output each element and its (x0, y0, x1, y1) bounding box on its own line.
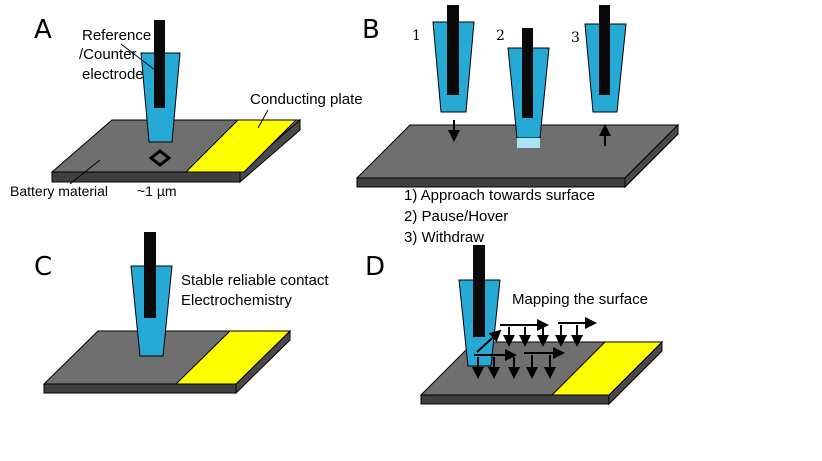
thickness-label: ~1 µm (137, 183, 177, 199)
scan-path-arrows (472, 317, 597, 379)
panel-a: A Reference /Counter electrode Conductin… (10, 15, 363, 199)
panel-c: C Stable reliable contact Electrochemist… (34, 232, 329, 395)
step-2: 2) Pause/Hover (404, 208, 508, 225)
pipette-d (458, 245, 501, 367)
conducting-pointer (257, 109, 269, 129)
conducting-plate-label: Conducting plate (250, 91, 363, 108)
conducting-strip-d (550, 341, 664, 396)
conducting-strip-c (174, 330, 292, 385)
panel-d-letter: D (365, 252, 385, 282)
battery-pointer (69, 159, 101, 185)
electrode-label-line1: Reference (82, 27, 151, 44)
mapping-label: Mapping the surface (512, 291, 648, 308)
panel-c-letter: C (34, 252, 52, 282)
step-number-3: 3 (571, 30, 580, 46)
panel-b-letter: B (362, 15, 380, 45)
step-3: 3) Withdraw (404, 229, 484, 246)
step-number-2: 2 (496, 28, 505, 44)
panel-d: D Mapping the surface (365, 245, 664, 406)
pipette-b2 (507, 28, 550, 148)
panel-a-letter: A (34, 15, 52, 45)
panel-b: B 1 2 3 1) Approach towards surface 2) P… (355, 5, 680, 246)
pipette-b3 (584, 5, 627, 146)
pipette-b1 (432, 5, 475, 142)
meniscus-b2 (517, 138, 540, 148)
step-1: 1) Approach towards surface (404, 187, 595, 204)
pipette-c (130, 232, 173, 357)
battery-material-label: Battery material (10, 183, 108, 199)
electrode-label-line2: /Counter (79, 46, 137, 63)
electrode-pointer-a (120, 43, 156, 71)
step-number-1: 1 (412, 28, 421, 44)
meniscus-a (148, 149, 172, 167)
battery-plate-b (355, 123, 680, 189)
pipette-a (140, 20, 181, 143)
contact-label: Stable reliable contact (181, 272, 329, 289)
electrochemistry-label: Electrochemistry (181, 292, 292, 309)
conducting-strip-a (184, 119, 298, 173)
electrode-label-line3: electrode (82, 66, 144, 83)
